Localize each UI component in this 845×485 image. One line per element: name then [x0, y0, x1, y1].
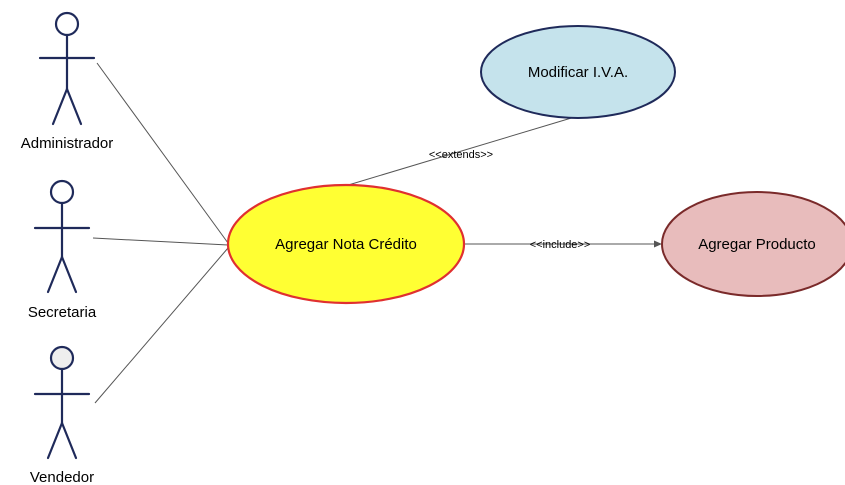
use-case-agregar-producto[interactable]: Agregar Producto [661, 191, 845, 297]
use-case-label-modificar-iva: Modificar I.V.A. [528, 64, 628, 81]
actor-label-administrador: Administrador [21, 135, 114, 152]
actor-secretaria[interactable]: Secretaria [28, 179, 97, 321]
use-case-modificar-iva[interactable]: Modificar I.V.A. [480, 25, 676, 119]
actor-label-vendedor: Vendedor [30, 469, 94, 485]
actor-head-icon [49, 345, 75, 371]
use-case-ellipse [480, 25, 676, 119]
association-secretaria [92, 237, 229, 246]
use-case-label-agregar-producto: Agregar Producto [698, 236, 816, 253]
use-case-agregar-nota-credito[interactable]: Agregar Nota Crédito [226, 183, 466, 305]
actor-head-icon [54, 11, 80, 37]
include-arrowhead [654, 240, 662, 248]
use-case-ellipse [661, 191, 845, 297]
association-vendedor [94, 247, 229, 404]
actor-administrador[interactable]: Administrador [21, 11, 114, 152]
actor-head-icon [49, 179, 75, 205]
use-case-ellipse [226, 183, 466, 305]
include-label: <<include>> [530, 239, 591, 251]
association-administrador [96, 62, 229, 244]
extends-label: <<extends>> [429, 149, 493, 161]
actor-label-secretaria: Secretaria [28, 304, 97, 321]
extends-connector [344, 115, 579, 187]
actor-vendedor[interactable]: Vendedor [30, 345, 94, 485]
use-case-label-agregar-nota-credito: Agregar Nota Crédito [275, 236, 417, 253]
